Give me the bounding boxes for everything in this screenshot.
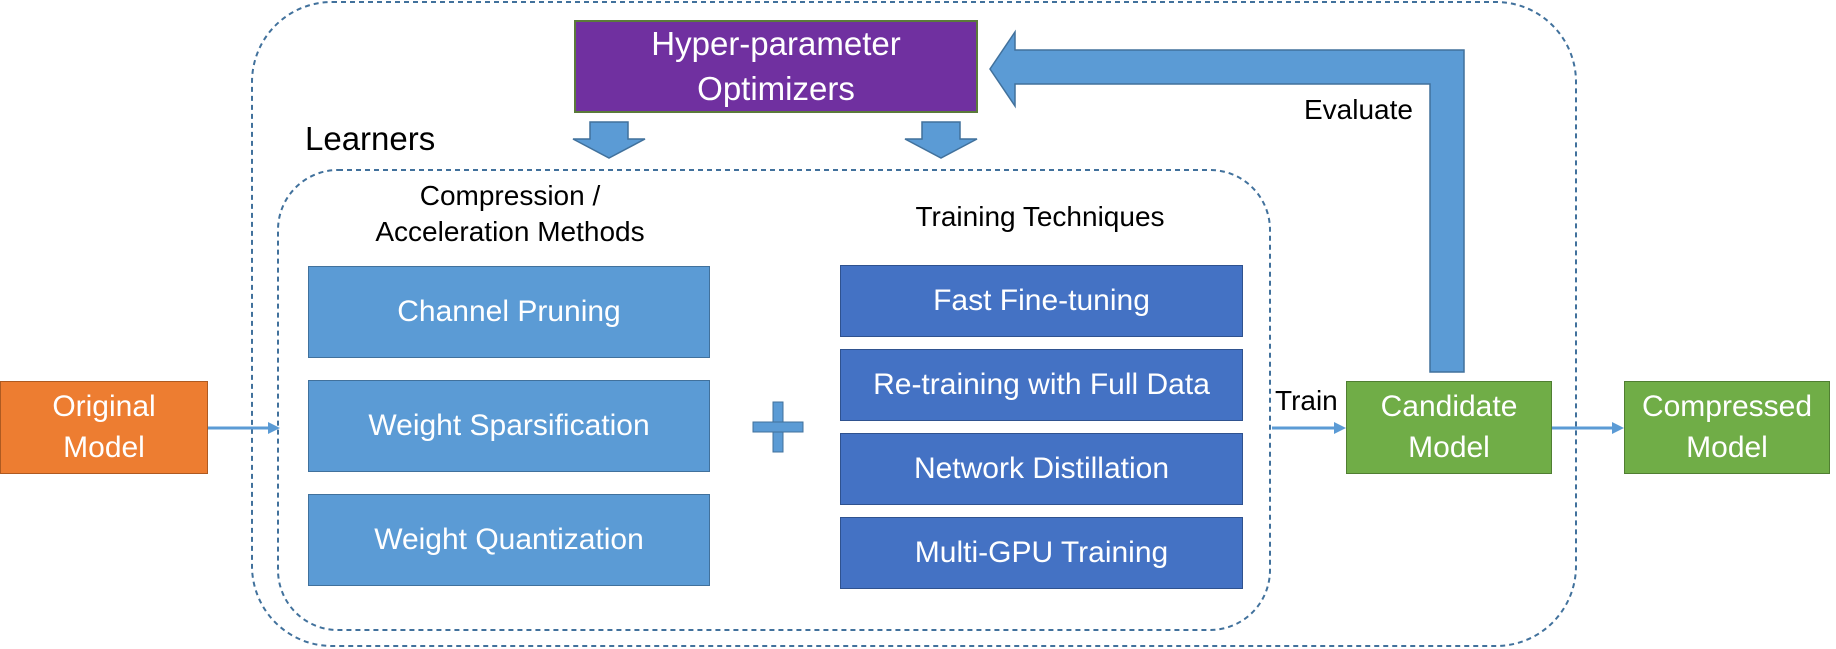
train-label: Train [1275, 385, 1338, 416]
original-model-line2: Model [63, 430, 145, 464]
optimizer-down-arrow-right [904, 121, 978, 159]
technique-fast-fine-tuning: Fast Fine-tuning [840, 265, 1243, 337]
candidate-model-line1: Candidate [1380, 390, 1518, 423]
optimizer-down-arrow-left [572, 121, 646, 159]
technique-multi-gpu-training: Multi-GPU Training [840, 517, 1243, 589]
original-model-box: Original Model [0, 381, 208, 474]
techniques-header: Training Techniques [915, 201, 1165, 232]
technique-retraining-full-data: Re-training with Full Data [840, 349, 1243, 421]
candidate-to-compressed-arrow [1552, 422, 1624, 434]
evaluate-feedback-arrow [989, 29, 1465, 373]
methods-header: Compression / Acceleration Methods [340, 178, 680, 251]
outer-dashed-container [251, 1, 1577, 647]
original-model-line1: Original [52, 390, 156, 423]
original-to-learners-arrow [208, 422, 280, 434]
optimizer-label-line1: Hyper-parameter [651, 24, 901, 62]
evaluate-label: Evaluate [1304, 94, 1413, 125]
compressed-model-box: Compressed Model [1624, 381, 1830, 474]
candidate-model-box: Candidate Model [1346, 381, 1552, 474]
compressed-model-line1: Compressed [1641, 390, 1813, 423]
compressed-model-line2: Model [1686, 430, 1768, 464]
methods-header-line2: Acceleration Methods [375, 216, 645, 248]
learners-label: Learners [305, 120, 436, 157]
method-weight-quantization: Weight Quantization [308, 494, 710, 586]
method-weight-sparsification: Weight Sparsification [308, 380, 710, 472]
optimizer-label-line2: Optimizers [697, 69, 855, 107]
methods-header-line1: Compression / [419, 180, 601, 211]
technique-network-distillation: Network Distillation [840, 433, 1243, 505]
learners-dashed-container [277, 169, 1271, 631]
plus-sign [752, 401, 804, 453]
method-channel-pruning: Channel Pruning [308, 266, 710, 358]
candidate-model-line2: Model [1408, 430, 1490, 464]
hyperparameter-optimizer-box: Hyper-parameter Optimizers [574, 20, 978, 113]
train-arrow [1272, 422, 1346, 434]
